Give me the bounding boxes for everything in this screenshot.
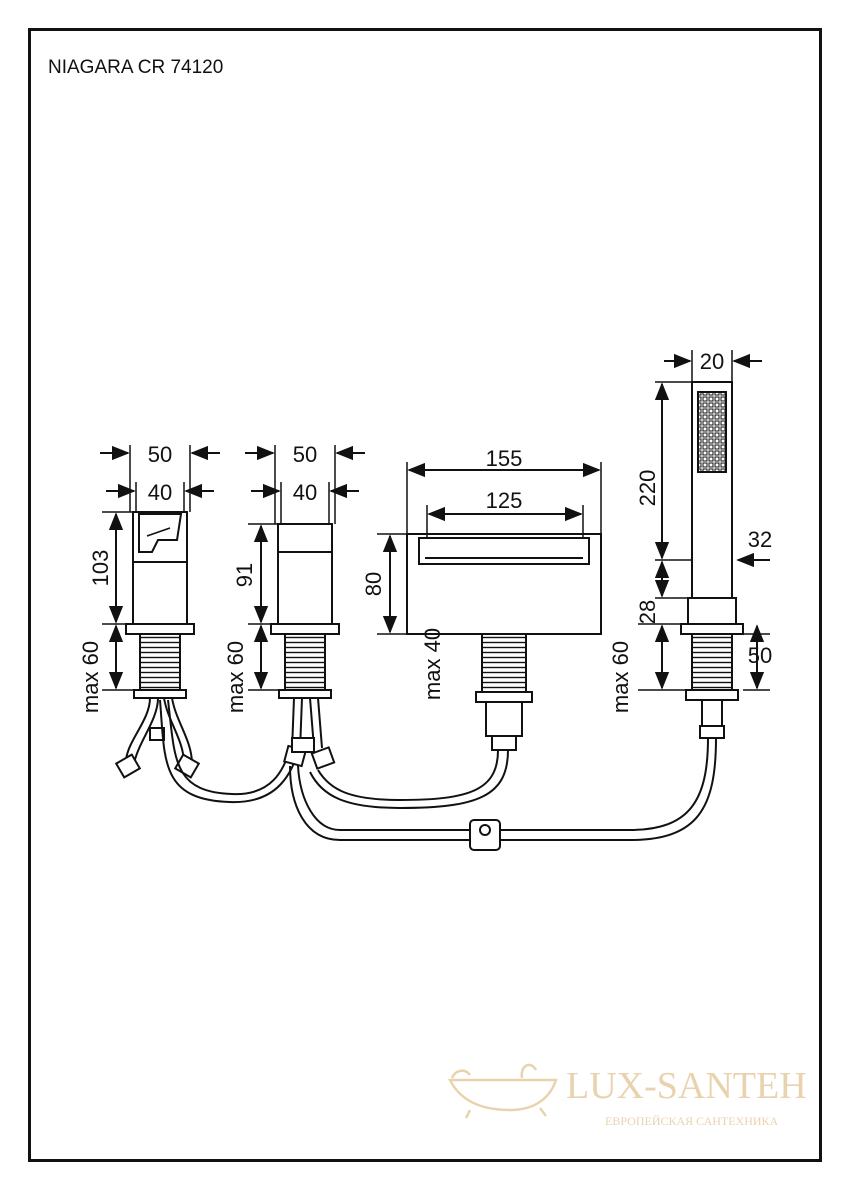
valve-1 [114,511,299,804]
dim-v2-max60: max 60 [223,641,248,713]
page-title: NIAGARA CR 74120 [48,57,224,78]
dim-sh-20: 20 [700,349,724,374]
dim-v2-91: 91 [232,563,257,587]
bathtub-icon [447,1063,558,1119]
dim-v2-50: 50 [293,442,317,467]
dim-sh-28: 28 [635,600,660,624]
spout-body [406,533,602,635]
valve-2-body [277,523,333,625]
valve-2-thread [284,633,326,691]
hand-shower [289,381,744,851]
dim-v2-40: 40 [293,480,317,505]
watermark-tagline: ЕВРОПЕЙСКАЯ САНТЕХНИКА [605,1114,779,1128]
dim-sp-155: 155 [486,446,523,471]
valve-2-flange [270,623,340,635]
shower-holder [687,597,737,625]
dimension-arrows [100,353,770,690]
drawing-frame [28,28,822,1162]
dimension-labels: 50 40 103 max 60 50 40 91 max 60 155 125… [78,349,772,713]
shower-thread [691,633,733,691]
dim-sh-max60: max 60 [608,641,633,713]
valve-1-thread [139,633,181,691]
dim-sp-max40: max 40 [420,628,445,700]
dim-sp-125: 125 [486,488,523,513]
dim-v1-50: 50 [148,442,172,467]
spout-thread [481,633,527,693]
dim-v1-40: 40 [148,480,172,505]
shower-nozzles [697,391,727,473]
dim-sh-50: 50 [748,643,772,668]
dim-v1-max60: max 60 [78,641,103,713]
dim-sp-80: 80 [361,572,386,596]
watermark-brand: LUX-SANTEH [566,1065,807,1107]
dim-v1-103: 103 [88,550,113,587]
dim-sh-220: 220 [635,470,660,507]
valve-1-flange [125,623,195,635]
spout [309,533,602,810]
valve-2 [270,523,340,770]
watermark: LUX-SANTEH ЕВРОПЕЙСКАЯ САНТЕХНИКА [447,1063,807,1128]
dim-sh-32: 32 [748,527,772,552]
